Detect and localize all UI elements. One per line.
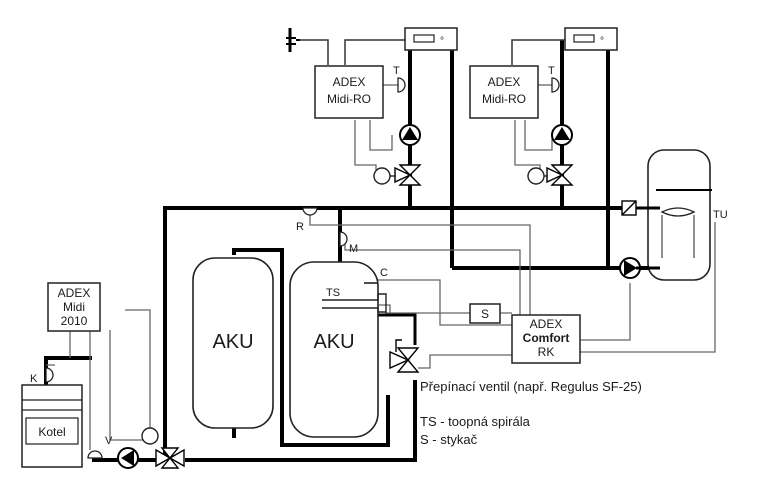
mixing-valve-boiler-icon [141,427,185,469]
pump-left-circuit-icon [399,124,421,146]
controller-midi-2010: ADEX Midi 2010 [47,282,101,332]
pump-right-circuit-icon [551,124,573,146]
check-valve-icon [621,200,660,270]
mixing-valve-right-icon [527,164,574,186]
controller-midi-2010-line2: Midi [63,300,85,314]
controller-midi-ro-right: ADEX Midi-RO [469,65,539,119]
pump-boiler-icon [117,447,139,469]
sensor-label-k: K [30,373,38,385]
room-unit-right-icon: ° [564,27,618,51]
mixing-valve-left-icon [373,164,422,186]
svg-text:°: ° [600,36,604,47]
contactor-s-label: S [481,307,489,321]
legend-ts: TS - toopná spirála [420,414,531,429]
switching-valve-note: Přepínací ventil (např. Regulus SF-25) [420,379,642,394]
temp-sensor-t-left: T [393,65,406,93]
sensor-label-r: R [296,221,304,233]
tank-aku-left: AKU [192,257,274,429]
control-wiring [46,39,716,450]
controller-comfort-rk-line1: ADEX [530,317,563,331]
contactor-s-box: S [469,303,501,324]
sensor-k: K [30,367,54,385]
tank-aku-right: AKU [289,261,379,438]
controller-midi-ro-left-line1: ADEX [333,75,366,89]
controller-comfort-rk-line2: Comfort [523,331,570,345]
sensor-label-tu: TU [713,209,728,221]
controller-comfort-rk: ADEX Comfort RK [511,314,581,364]
sensor-label-t-right: T [548,65,555,77]
controller-midi-ro-right-line1: ADEX [488,75,521,89]
controller-midi-2010-line1: ADEX [58,286,91,300]
sensor-label-c: C [380,267,388,279]
boiler-kotel: Kotel [21,384,83,468]
temp-sensor-t-right: T [548,65,560,93]
legend-s: S - stykač [420,432,478,447]
sensor-r: R [296,207,318,233]
controller-comfort-rk-line3: RK [538,345,555,359]
tank-aku-right-label: AKU [313,331,354,353]
controller-midi-ro-left-line2: Midi-RO [327,92,371,106]
sensor-label-t-left: T [393,65,400,77]
outdoor-sensor-icon [286,28,300,52]
sensor-m: M [339,231,358,255]
heating-coil-ts: TS [322,287,387,313]
dhw-tank: TU [647,149,728,281]
controller-midi-2010-line3: 2010 [61,314,88,328]
sensor-c: C [364,267,388,284]
sensor-label-ts: TS [326,287,340,299]
room-unit-left-icon: ° [404,27,458,51]
sensor-v: V [87,435,113,459]
tank-aku-left-label: AKU [212,331,253,353]
switching-valve-icon [389,339,420,373]
controller-midi-ro-left: ADEX Midi-RO [314,65,384,119]
boiler-label: Kotel [38,425,65,439]
sensor-label-v: V [105,435,113,447]
svg-text:°: ° [440,36,444,47]
sensor-label-m: M [349,243,358,255]
controller-midi-ro-right-line2: Midi-RO [482,92,526,106]
